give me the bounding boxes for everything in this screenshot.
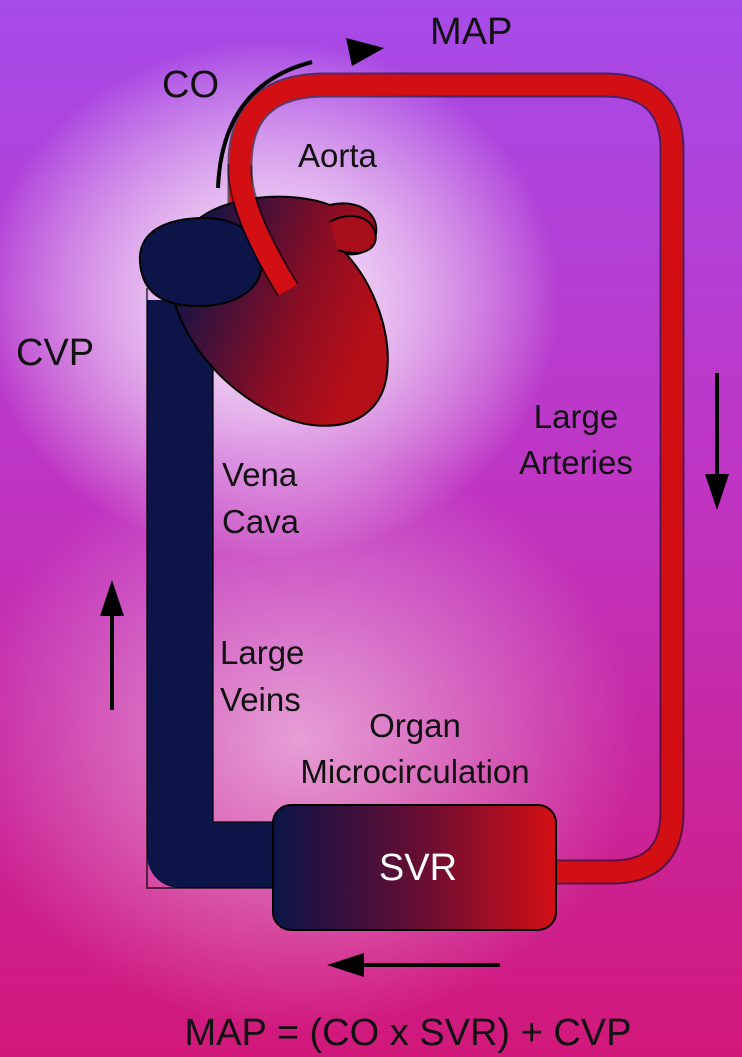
microcirculation-label: Microcirculation bbox=[300, 753, 529, 790]
large-arteries-label-2: Arteries bbox=[519, 444, 633, 481]
map-label: MAP bbox=[430, 11, 512, 53]
vena-cava-label-1: Vena bbox=[222, 456, 298, 493]
large-arteries-label-1: Large bbox=[534, 398, 618, 435]
cvp-label: CVP bbox=[16, 332, 94, 374]
organ-label: Organ bbox=[369, 707, 461, 744]
co-label: CO bbox=[162, 64, 219, 106]
svr-label: SVR bbox=[379, 847, 457, 889]
vena-cava-label-2: Cava bbox=[222, 503, 300, 540]
formula-text: MAP = (CO x SVR) + CVP bbox=[185, 1012, 632, 1054]
large-veins-label-1: Large bbox=[220, 634, 304, 671]
large-veins-label-2: Veins bbox=[220, 681, 301, 718]
aorta-label: Aorta bbox=[298, 137, 378, 174]
